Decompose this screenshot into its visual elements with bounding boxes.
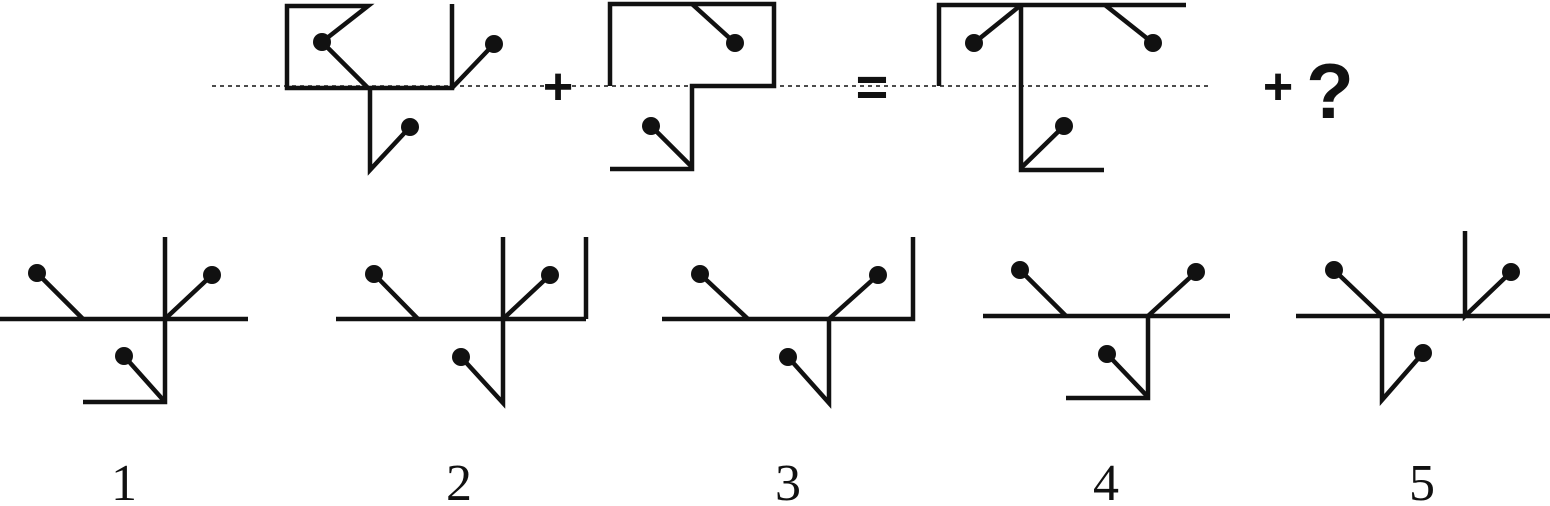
- option-label-5: 5: [1409, 455, 1435, 506]
- answer-option-1[interactable]: [0, 237, 248, 405]
- option-label-4: 4: [1093, 455, 1119, 506]
- answer-option-2[interactable]: [336, 237, 589, 409]
- plus-sign-1: +: [543, 58, 573, 116]
- equation-figure-b: [607, 1, 777, 172]
- plus-sign-2: +: [1263, 58, 1293, 116]
- question-mark: ?: [1306, 47, 1354, 135]
- option-label-1: 1: [111, 455, 137, 506]
- option-label-3: 3: [775, 455, 801, 506]
- answer-option-5[interactable]: [1296, 231, 1550, 407]
- answer-option-3[interactable]: [662, 237, 916, 409]
- answer-option-4[interactable]: [983, 261, 1230, 401]
- option-label-2: 2: [446, 455, 472, 506]
- equals-sign: =: [856, 55, 889, 118]
- equation-figure-a: [284, 3, 503, 176]
- equation-result-figure: [936, 2, 1186, 173]
